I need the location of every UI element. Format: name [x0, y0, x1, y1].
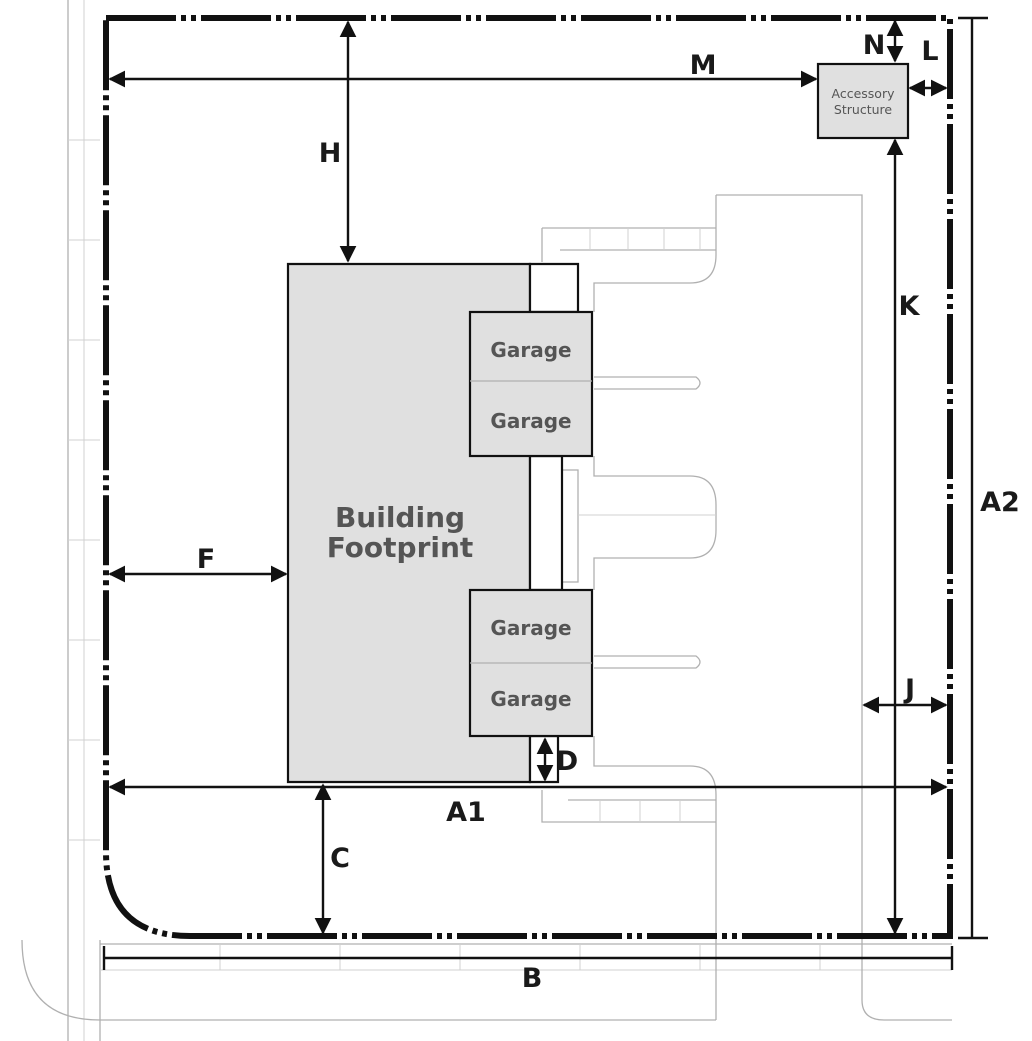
dimension-label-a2: A2: [980, 487, 1020, 518]
dimension-label-c: C: [330, 843, 350, 874]
dimension-label-h: H: [319, 138, 342, 169]
accessory-structure-label-line2: Structure: [834, 102, 892, 117]
dimension-label-k: K: [899, 291, 921, 322]
accessory-structure-label-line1: Accessory: [832, 86, 896, 101]
dimension-label-d: D: [556, 746, 578, 777]
dimension-label-a1: A1: [446, 797, 486, 828]
dimension-label-j: J: [903, 674, 915, 705]
garage-label: Garage: [490, 687, 571, 711]
dimension-label-n: N: [863, 30, 886, 61]
dimension-label-m: M: [690, 50, 717, 81]
garage-group-upper: Garage Garage: [468, 310, 594, 458]
street-lines: [21, 0, 952, 1041]
building-footprint-label-line2: Footprint: [327, 531, 474, 564]
garage-group-lower: Garage Garage: [468, 588, 594, 738]
garage-label: Garage: [490, 338, 571, 362]
dimension-labels: M N L H K A2 F J D A1 C B: [197, 30, 1020, 994]
accessory-structure: Accessory Structure: [816, 62, 910, 140]
dimension-arrows: [102, 16, 988, 970]
garage-label: Garage: [490, 616, 571, 640]
dimension-label-f: F: [197, 544, 215, 575]
building-footprint-label-line1: Building: [335, 501, 465, 534]
property-line: [103, 15, 953, 939]
garage-label: Garage: [490, 409, 571, 433]
dimension-label-b: B: [522, 963, 543, 994]
dimension-label-l: L: [921, 36, 938, 67]
